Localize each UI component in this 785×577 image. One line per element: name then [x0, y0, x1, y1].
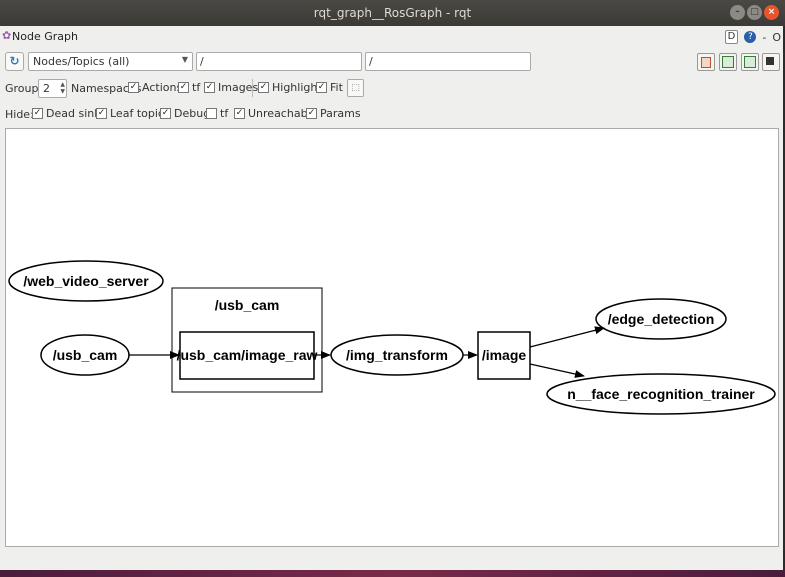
tf-checkbox[interactable]: ✓tf [178, 81, 200, 94]
unreachable-label: Unreachable [248, 107, 318, 120]
dead-sinks-checkbox[interactable]: ✓Dead sinks [32, 107, 106, 120]
checkbox-checked-icon: ✓ [178, 82, 189, 93]
checkbox-checked-icon: ✓ [160, 108, 171, 119]
hide-label: Hide: [5, 108, 34, 121]
toolbar-row: ↻ Nodes/Topics (all) ▼ [0, 50, 785, 72]
params-checkbox[interactable]: ✓Params [306, 107, 361, 120]
window-titlebar: rqt_graph__RosGraph - rqt – □ × [0, 0, 785, 26]
topic-image-label: /image [482, 347, 527, 363]
checkbox-checked-icon: ✓ [306, 108, 317, 119]
checkbox-checked-icon: ✓ [316, 82, 327, 93]
plugin-title: Node Graph [12, 30, 78, 43]
topic-image-raw-label: /usb_cam/image_raw [177, 347, 318, 363]
refresh-icon[interactable]: ↻ [5, 52, 24, 71]
chevron-down-icon: ▼ [181, 55, 188, 64]
actions-label: Actions [142, 81, 183, 94]
checkbox-checked-icon: ✓ [96, 108, 107, 119]
node-edge-detection-label: /edge_detection [608, 311, 715, 327]
plugin-icon: ✿ [2, 29, 12, 42]
hide-options-row: Hide: ✓Dead sinks ✓Leaf topics ✓Debug tf… [0, 103, 785, 125]
group-value: 2 [43, 82, 50, 95]
window-controls: – □ × [730, 5, 779, 20]
graph-canvas[interactable]: /usb_cam /web_video_server /usb_cam /usb… [5, 128, 779, 547]
edge-image-to-facetrainer [529, 363, 585, 378]
checkbox-checked-icon: ✓ [204, 82, 215, 93]
images-checkbox[interactable]: ✓Images [204, 81, 258, 94]
desktop-background-strip [0, 570, 785, 577]
node-web-video-server-label: /web_video_server [23, 273, 149, 289]
save-dot-icon[interactable] [697, 53, 715, 71]
node-web-video-server[interactable] [8, 260, 164, 302]
highlight-label: Highlight [272, 81, 322, 94]
topic-filter-input[interactable] [366, 53, 530, 70]
checkbox-checked-icon: ✓ [32, 108, 43, 119]
maximize-button[interactable]: □ [747, 5, 762, 20]
debug-checkbox[interactable]: ✓Debug [160, 107, 210, 120]
topic-filter-field[interactable] [365, 52, 531, 71]
node-face-trainer-label: n__face_recognition_trainer [567, 386, 755, 402]
node-filter-input[interactable] [197, 53, 361, 70]
node-face-trainer[interactable] [546, 373, 776, 415]
stop-icon[interactable] [762, 53, 780, 71]
leaf-topics-label: Leaf topics [110, 107, 170, 120]
help-icon[interactable]: ? [744, 31, 757, 43]
close-button[interactable]: × [764, 5, 779, 20]
window-title: rqt_graph__RosGraph - rqt [313, 6, 472, 20]
minimize-button[interactable]: – [730, 5, 745, 20]
checkbox-checked-icon: ✓ [128, 82, 139, 93]
tf-label: tf [192, 81, 201, 94]
actions-checkbox[interactable]: ✓Actions [128, 81, 182, 94]
debug-label: Debug [174, 107, 211, 120]
dock-d-button[interactable]: D [724, 30, 739, 44]
hide-tf-label: tf [220, 107, 229, 120]
graph-mode-value: Nodes/Topics (all) [33, 55, 130, 68]
highlight-checkbox[interactable]: ✓Highlight [258, 81, 322, 94]
checkbox-unchecked-icon [206, 108, 217, 119]
images-label: Images [218, 81, 259, 94]
namespaces-label: Namespaces [71, 82, 142, 95]
leaf-topics-checkbox[interactable]: ✓Leaf topics [96, 107, 170, 120]
topic-image[interactable] [477, 331, 531, 380]
save-svg-icon[interactable] [719, 53, 737, 71]
dead-sinks-label: Dead sinks [46, 107, 107, 120]
dock-close-button[interactable]: O [772, 30, 781, 44]
separator [252, 79, 253, 97]
node-edge-detection[interactable] [595, 298, 727, 340]
namespace-box [171, 287, 323, 393]
group-options-row: Group: 2 ▲▼ Namespaces ✓Actions ✓tf ✓Ima… [0, 77, 785, 99]
params-label: Params [320, 107, 361, 120]
hide-tf-checkbox[interactable]: tf [206, 107, 228, 120]
spin-arrows-icon[interactable]: ▲▼ [60, 81, 65, 95]
graph-svg: /usb_cam /web_video_server /usb_cam /usb… [8, 260, 776, 415]
dock-minimize-button[interactable]: - [762, 30, 767, 44]
fit-checkbox[interactable]: ✓Fit [316, 81, 343, 94]
checkbox-checked-icon: ✓ [258, 82, 269, 93]
window-edge [783, 26, 785, 570]
node-filter-field[interactable] [196, 52, 362, 71]
group-spinbox[interactable]: 2 ▲▼ [38, 79, 67, 98]
dock-controls: D ? - O [724, 30, 781, 44]
unreachable-checkbox[interactable]: ✓Unreachable [234, 107, 317, 120]
node-img-transform-label: /img_transform [346, 347, 448, 363]
namespace-label: /usb_cam [215, 297, 280, 313]
group-label: Group: [5, 82, 43, 95]
checkbox-checked-icon: ✓ [234, 108, 245, 119]
graph-mode-select[interactable]: Nodes/Topics (all) ▼ [28, 52, 193, 71]
fit-label: Fit [330, 81, 343, 94]
fit-in-view-icon[interactable]: ⬚ [347, 79, 364, 97]
plugin-header: ✿ Node Graph D ? - O [0, 26, 785, 48]
edge-image-to-edgedetection [529, 326, 605, 348]
save-image-icon[interactable] [741, 53, 759, 71]
node-usb-cam-label: /usb_cam [53, 347, 118, 363]
